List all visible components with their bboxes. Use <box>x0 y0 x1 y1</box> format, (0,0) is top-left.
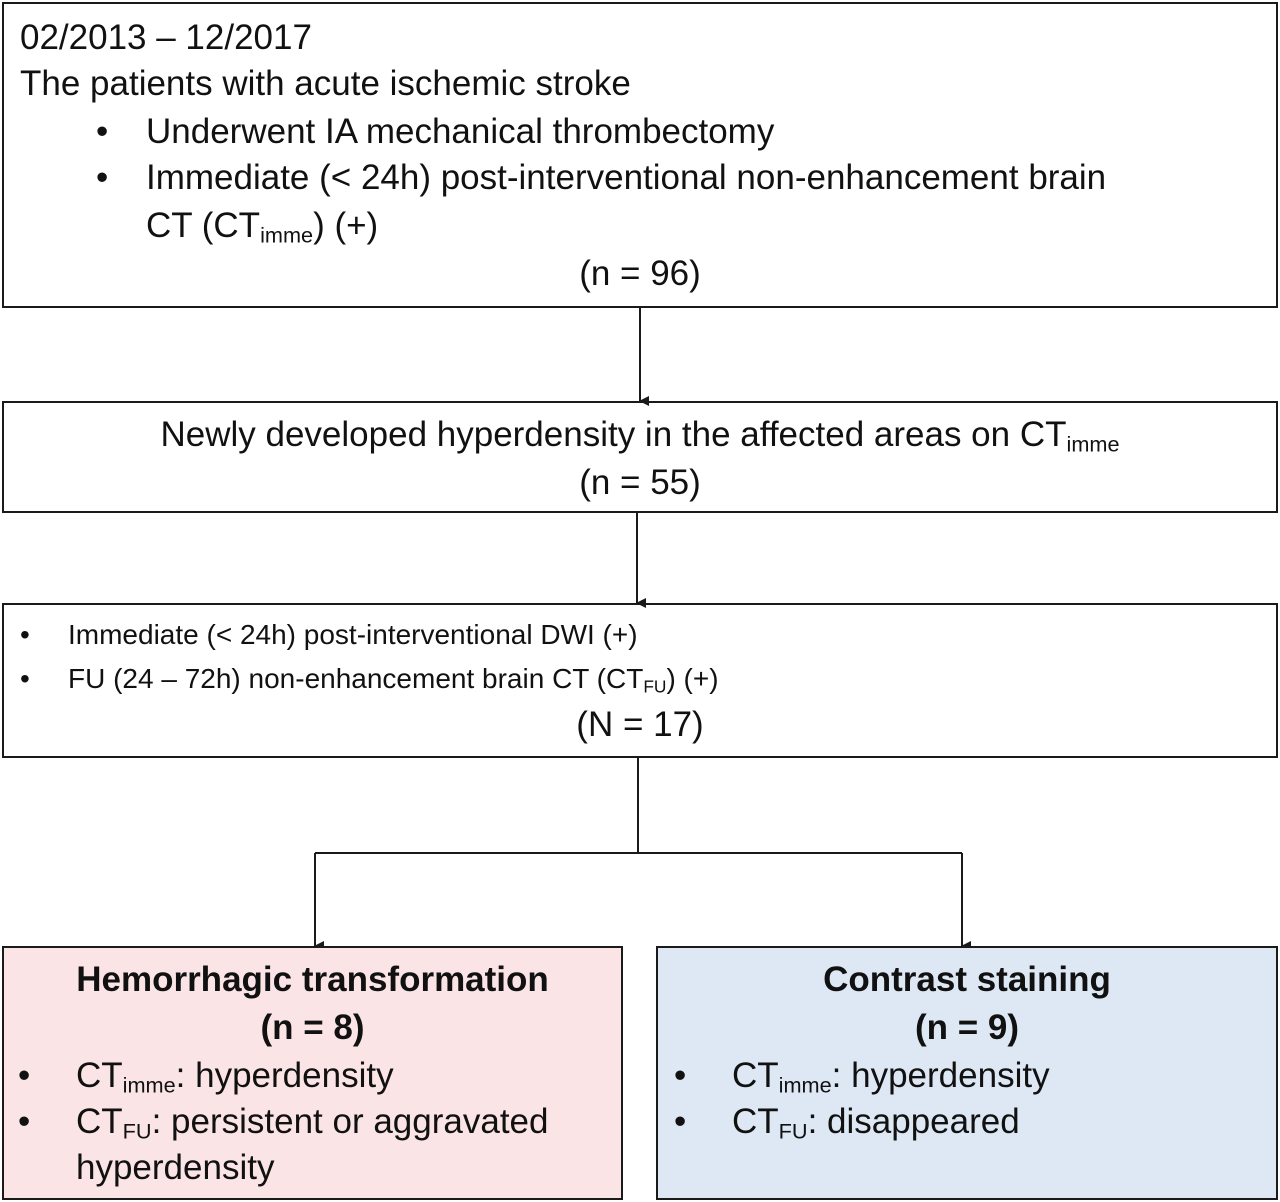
ct-label: CT <box>76 1102 123 1141</box>
box-contrast-staining: Contrast staining (n = 9) • CTimme: hype… <box>656 946 1278 1200</box>
ct-label: CT <box>732 1102 779 1141</box>
contrast-item-fu: CTFU: disappeared <box>732 1102 1020 1142</box>
bullet-marker: • <box>96 112 109 151</box>
contrast-item-imme: CTimme: hyperdensity <box>732 1056 1050 1096</box>
ct-subscript: FU <box>778 1118 808 1144</box>
hemorrhagic-item-imme: CTimme: hyperdensity <box>76 1056 394 1096</box>
box-inclusion-criteria: 02/2013 – 12/2017 The patients with acut… <box>2 2 1278 308</box>
hyperdensity-text: Newly developed hyperdensity in the affe… <box>4 415 1276 455</box>
count-N17: (N = 17) <box>576 705 704 744</box>
followup-ct-label: FU (24 – 72h) non-enhancement brain CT (… <box>68 663 644 694</box>
criterion-immediate-ct: Immediate (< 24h) post-interventional no… <box>146 158 1107 197</box>
ct-subscript: imme <box>122 1072 176 1098</box>
contrast-title: Contrast staining <box>823 960 1111 999</box>
ct-subscript: FU <box>643 676 667 697</box>
ct-subscript: imme <box>1066 431 1120 457</box>
contrast-count: (n = 9) <box>914 1008 1020 1047</box>
hemorrhagic-item-fu: CTFU: persistent or aggravated <box>76 1102 549 1142</box>
bullet-marker: • <box>18 1102 31 1141</box>
date-range: 02/2013 – 12/2017 <box>20 18 312 57</box>
ct-label: CT <box>76 1056 123 1095</box>
criterion-thrombectomy: Underwent IA mechanical thrombectomy <box>146 112 775 151</box>
ct-label: CT (CT <box>146 206 261 245</box>
hemorrhagic-title: Hemorrhagic transformation <box>76 960 549 999</box>
population-text: The patients with acute ischemic stroke <box>20 64 631 103</box>
bullet-marker: • <box>18 1056 31 1095</box>
ct-suffix: ) (+) <box>313 206 379 245</box>
ct-subscript: imme <box>778 1072 832 1098</box>
box-hyperdensity: Newly developed hyperdensity in the affe… <box>2 401 1278 513</box>
criterion-followup-ct: FU (24 – 72h) non-enhancement brain CT (… <box>68 663 719 697</box>
box-followup-criteria: • Immediate (< 24h) post-interventional … <box>2 603 1278 758</box>
count-n96: (n = 96) <box>579 254 701 293</box>
hyperdensity-main: Newly developed hyperdensity in the affe… <box>160 415 1067 454</box>
hemorrhagic-imme-text: : hyperdensity <box>175 1056 394 1095</box>
contrast-imme-text: : hyperdensity <box>831 1056 1050 1095</box>
criterion-immediate-ct-line2: CT (CTimme) (+) <box>146 206 379 246</box>
bullet-marker: • <box>674 1102 687 1141</box>
ct-label: CT <box>732 1056 779 1095</box>
hemorrhagic-item-fu-line2: hyperdensity <box>76 1148 275 1187</box>
contrast-fu-text: : disappeared <box>807 1102 1020 1141</box>
followup-ct-suffix: ) (+) <box>666 663 719 694</box>
bullet-marker: • <box>674 1056 687 1095</box>
bullet-marker: • <box>20 619 30 650</box>
bullet-marker: • <box>96 158 109 197</box>
hemorrhagic-count: (n = 8) <box>260 1008 365 1047</box>
hemorrhagic-fu-text: : persistent or aggravated <box>151 1102 549 1141</box>
ct-subscript: FU <box>122 1118 152 1144</box>
count-n55: (n = 55) <box>579 463 701 502</box>
ct-subscript: imme <box>260 222 314 248</box>
bullet-marker: • <box>20 663 30 694</box>
criterion-dwi: Immediate (< 24h) post-interventional DW… <box>68 619 638 650</box>
box-hemorrhagic-transformation: Hemorrhagic transformation (n = 8) • CTi… <box>2 946 623 1200</box>
